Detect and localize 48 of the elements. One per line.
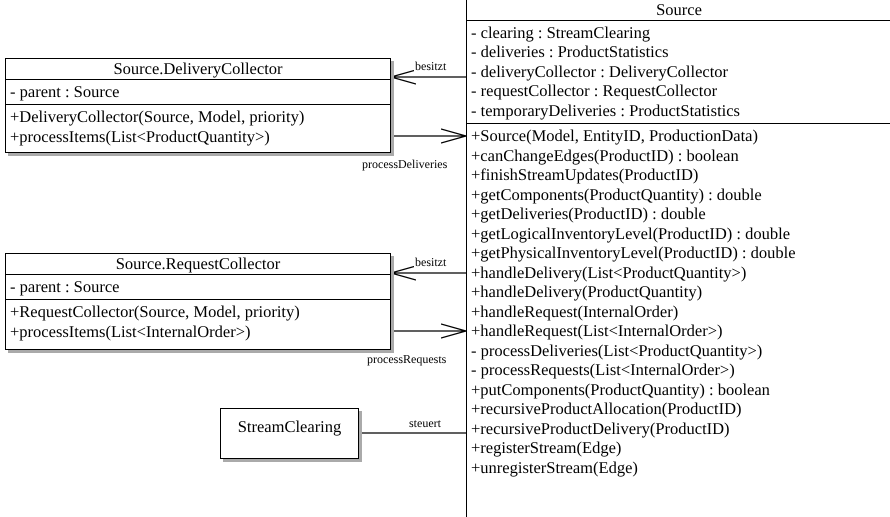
- class-member: +unregisterStream(Edge): [470, 458, 639, 477]
- edge-label: processRequests: [366, 353, 448, 366]
- association-arrow: [391, 128, 467, 144]
- class-member: +recursiveProductDelivery(ProductID): [470, 418, 731, 438]
- class-member: +getDeliveries(ProductID) : double: [470, 204, 707, 224]
- class-member: +Source(Model, EntityID, ProductionData): [470, 126, 759, 146]
- class-member: +handleRequest(List<InternalOrder>): [470, 321, 724, 340]
- class-member: +handleRequest(InternalOrder): [470, 302, 680, 321]
- edge-label: besitzt: [414, 60, 448, 73]
- class-member: - processRequests(List<InternalOrder>): [470, 360, 736, 380]
- class-name: Source.DeliveryCollector: [112, 59, 284, 78]
- class-member: +registerStream(Edge): [470, 438, 622, 458]
- class-member: +processItems(List<InternalOrder>): [9, 322, 252, 341]
- association-arrow: [391, 323, 467, 339]
- class-compartment: [467, 20, 890, 123]
- class-member: - parent : Source: [9, 276, 120, 296]
- class-member: +getComponents(ProductQuantity) : double: [470, 184, 763, 204]
- class-name: Source: [655, 0, 703, 20]
- class-compartment: [6, 104, 390, 149]
- class-name: Source.RequestCollector: [114, 254, 282, 274]
- association-line: [359, 432, 466, 434]
- class-member: +processItems(List<ProductQuantity>): [9, 126, 271, 146]
- class-member: +handleDelivery(ProductQuantity): [470, 282, 704, 302]
- class-member: - clearing : StreamClearing: [470, 22, 652, 42]
- class-box: [466, 0, 890, 517]
- class-member: +finishStreamUpdates(ProductID): [470, 165, 700, 184]
- class-member: +canChangeEdges(ProductID) : boolean: [470, 146, 740, 165]
- class-box: [5, 253, 391, 350]
- class-member: - temporaryDeliveries : ProductStatistics: [470, 100, 741, 120]
- class-member: - processDeliveries(List<ProductQuantity>): [470, 340, 764, 360]
- class-member: +recursiveProductAllocation(ProductID): [470, 399, 742, 418]
- class-box: [220, 408, 359, 459]
- class-member: - deliveries : ProductStatistics: [470, 42, 670, 62]
- edge-label: besitzt: [414, 256, 448, 269]
- class-member: +handleDelivery(List<ProductQuantity>): [470, 262, 748, 282]
- class-member: - parent : Source: [9, 82, 120, 101]
- class-name: StreamClearing: [236, 416, 342, 438]
- class-member: +RequestCollector(Source, Model, priority): [9, 302, 301, 322]
- class-member: +getPhysicalInventoryLevel(ProductID) : double: [470, 243, 797, 262]
- class-member: - requestCollector : RequestCollector: [470, 81, 718, 100]
- class-member: - deliveryCollector : DeliveryCollector: [470, 62, 730, 81]
- class-member: +putComponents(ProductQuantity) : boolean: [470, 380, 771, 399]
- edge-label: steuert: [408, 417, 442, 430]
- class-compartment: [467, 123, 890, 480]
- edge-label: processDeliveries: [361, 158, 448, 171]
- class-box: [5, 58, 391, 153]
- class-member: +getLogicalInventoryLevel(ProductID) : double: [470, 224, 792, 243]
- class-member: +DeliveryCollector(Source, Model, priority): [9, 107, 306, 126]
